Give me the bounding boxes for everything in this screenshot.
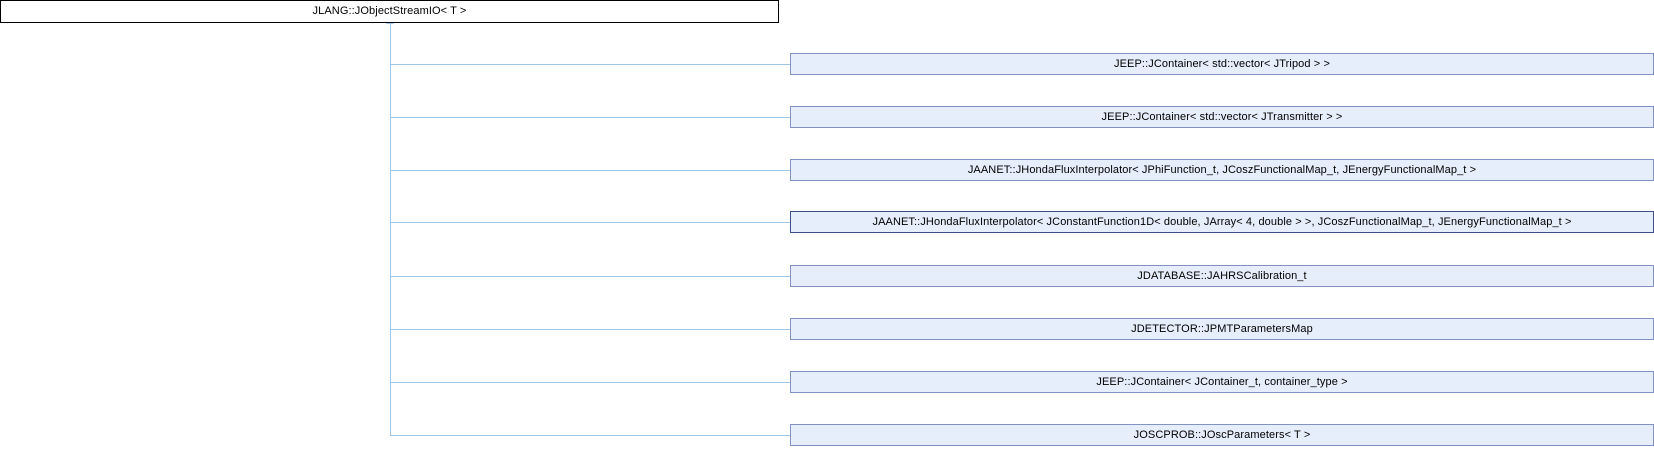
class-node-derived-2[interactable]: JEEP::JContainer< std::vector< JTransmit… (790, 106, 1654, 128)
class-node-derived-7[interactable]: JEEP::JContainer< JContainer_t, containe… (790, 371, 1654, 393)
connector-branch (390, 170, 790, 171)
connector-branch (390, 276, 790, 277)
class-node-base[interactable]: JLANG::JObjectStreamIO< T > (0, 0, 779, 23)
connector-branch (390, 435, 790, 436)
connector-trunk (390, 24, 391, 436)
connector-branch (390, 382, 790, 383)
connector-branch (390, 222, 790, 223)
connector-branch (390, 64, 790, 65)
connector-branch (390, 117, 790, 118)
connector-branch (390, 329, 790, 330)
class-node-derived-5[interactable]: JDATABASE::JAHRSCalibration_t (790, 265, 1654, 287)
class-node-derived-8[interactable]: JOSCPROB::JOscParameters< T > (790, 424, 1654, 446)
class-node-derived-6[interactable]: JDETECTOR::JPMTParametersMap (790, 318, 1654, 340)
class-node-derived-3[interactable]: JAANET::JHondaFluxInterpolator< JPhiFunc… (790, 159, 1654, 181)
class-node-derived-1[interactable]: JEEP::JContainer< std::vector< JTripod >… (790, 53, 1654, 75)
class-node-derived-4[interactable]: JAANET::JHondaFluxInterpolator< JConstan… (790, 211, 1654, 233)
